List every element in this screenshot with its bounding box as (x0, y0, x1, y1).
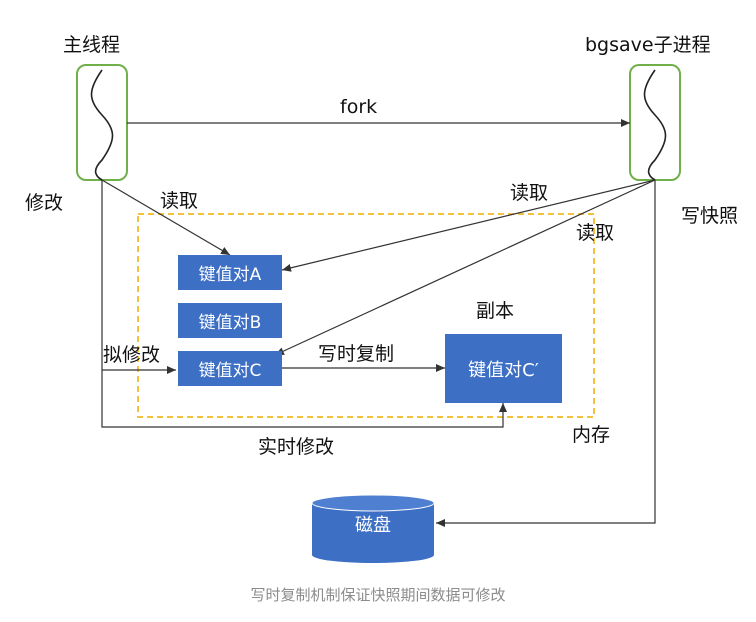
pseudo-modify-label: 拟修改 (103, 344, 161, 366)
child-process-label: bgsave子进程 (585, 34, 711, 56)
child-read-label-1: 读取 (510, 182, 549, 204)
disk-label: 磁盘 (355, 515, 391, 536)
child-read-a-arrow (281, 179, 656, 272)
kv-c-copy-node: 键值对C′ (445, 334, 562, 403)
child-process-box (629, 64, 681, 181)
copy-label: 副本 (476, 300, 515, 322)
write-snapshot-line (436, 180, 656, 527)
kv-c-node: 键值对C (178, 351, 282, 386)
kv-a-node: 键值对A (178, 255, 282, 290)
main-thread-box (76, 64, 128, 181)
disk-icon (311, 494, 435, 563)
figure-caption: 写时复制机制保证快照期间数据可修改 (250, 586, 506, 604)
realtime-modify-line (101, 180, 507, 428)
main-thread-label: 主线程 (63, 34, 121, 56)
main-read-arrow (101, 179, 231, 256)
main-read-label: 读取 (160, 190, 199, 212)
child-read-label-2: 读取 (576, 222, 615, 244)
main-thread-wave-icon (90, 69, 114, 181)
copy-on-write-label: 写时复制 (318, 343, 395, 365)
kv-b-node: 键值对B (178, 303, 282, 338)
memory-label: 内存 (572, 424, 611, 446)
child-process-wave-icon (643, 69, 667, 181)
fork-label: fork (340, 96, 378, 118)
write-snapshot-label: 写快照 (681, 205, 739, 227)
realtime-modify-label: 实时修改 (258, 436, 335, 458)
child-read-c-arrow (274, 179, 656, 356)
modify-label: 修改 (25, 192, 64, 214)
